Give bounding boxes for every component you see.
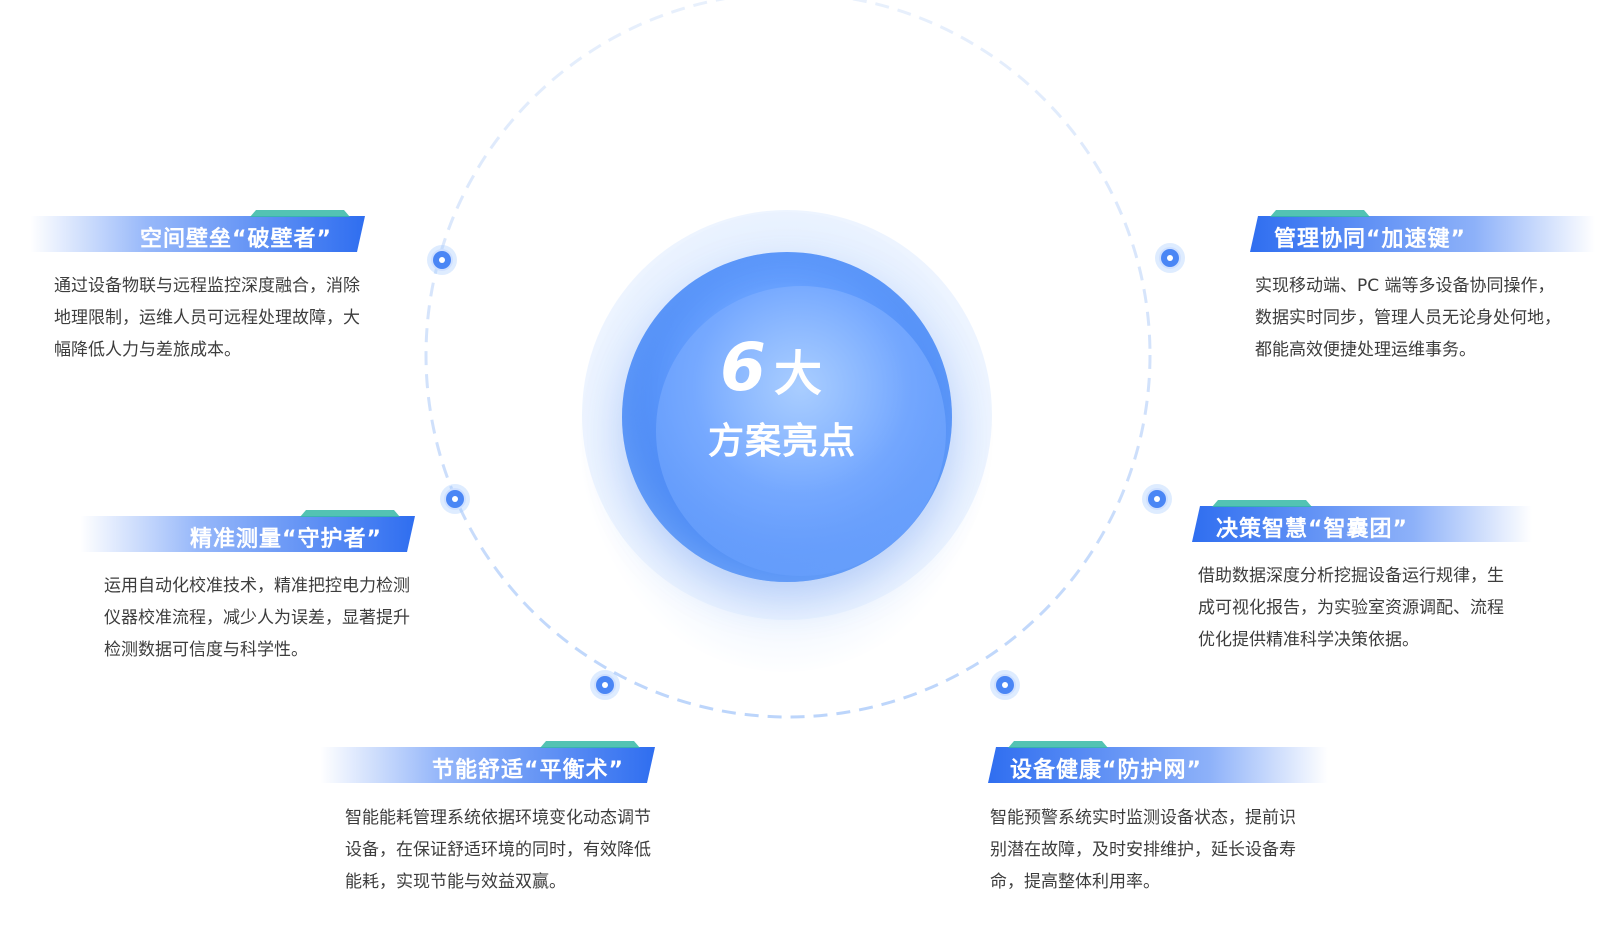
highlight-count-number: 6: [720, 329, 768, 406]
ring-dot-mid-right: [1142, 484, 1172, 514]
feature-title: 设备健康“防护网”: [1010, 758, 1202, 783]
feature-banner-measurement: 精准测量“守护者”: [80, 516, 415, 552]
center-subtitle: 方案亮点: [707, 421, 856, 462]
feature-banner-health: 设备健康“防护网”: [988, 747, 1328, 783]
feature-title: 空间壁垒“破壁者”: [140, 227, 332, 252]
ring-dot-bottom-left: [590, 670, 620, 700]
feature-title: 管理协同“加速键”: [1274, 227, 1466, 252]
center-orb-inner: [656, 286, 946, 576]
feature-description: 运用自动化校准技术，精准把控电力检测仪器校准流程，减少人为误差，显著提升检测数据…: [104, 576, 410, 660]
feature-banner-energy: 节能舒适“平衡术”: [320, 747, 655, 783]
highlight-count-unit: 大: [773, 346, 824, 402]
ring-dot-top-left: [427, 245, 457, 275]
ring-dot-top-right: [1155, 243, 1185, 273]
feature-banner-collaboration: 管理协同“加速键”: [1250, 216, 1595, 252]
feature-title: 精准测量“守护者”: [190, 527, 382, 552]
feature-banner-remote: 空间壁垒“破壁者”: [30, 216, 365, 252]
feature-description: 通过设备物联与远程监控深度融合，消除地理限制，运维人员可远程处理故障，大幅降低人…: [54, 276, 360, 360]
feature-description: 实现移动端、PC 端等多设备协同操作，数据实时同步，管理人员无论身处何地，都能高…: [1255, 276, 1561, 360]
feature-description: 借助数据深度分析挖掘设备运行规律，生成可视化报告，为实验室资源调配、流程优化提供…: [1198, 566, 1504, 650]
ring-dot-bottom-right: [990, 670, 1020, 700]
feature-banner-decision: 决策智慧“智囊团”: [1192, 506, 1532, 542]
ring-dot-mid-left: [440, 484, 470, 514]
feature-description: 智能能耗管理系统依据环境变化动态调节设备，在保证舒适环境的同时，有效降低能耗，实…: [345, 808, 651, 892]
feature-description: 智能预警系统实时监测设备状态，提前识别潜在故障，及时安排维护，延长设备寿命，提高…: [990, 808, 1296, 892]
feature-title: 节能舒适“平衡术”: [432, 758, 624, 783]
feature-title: 决策智慧“智囊团”: [1216, 517, 1408, 542]
